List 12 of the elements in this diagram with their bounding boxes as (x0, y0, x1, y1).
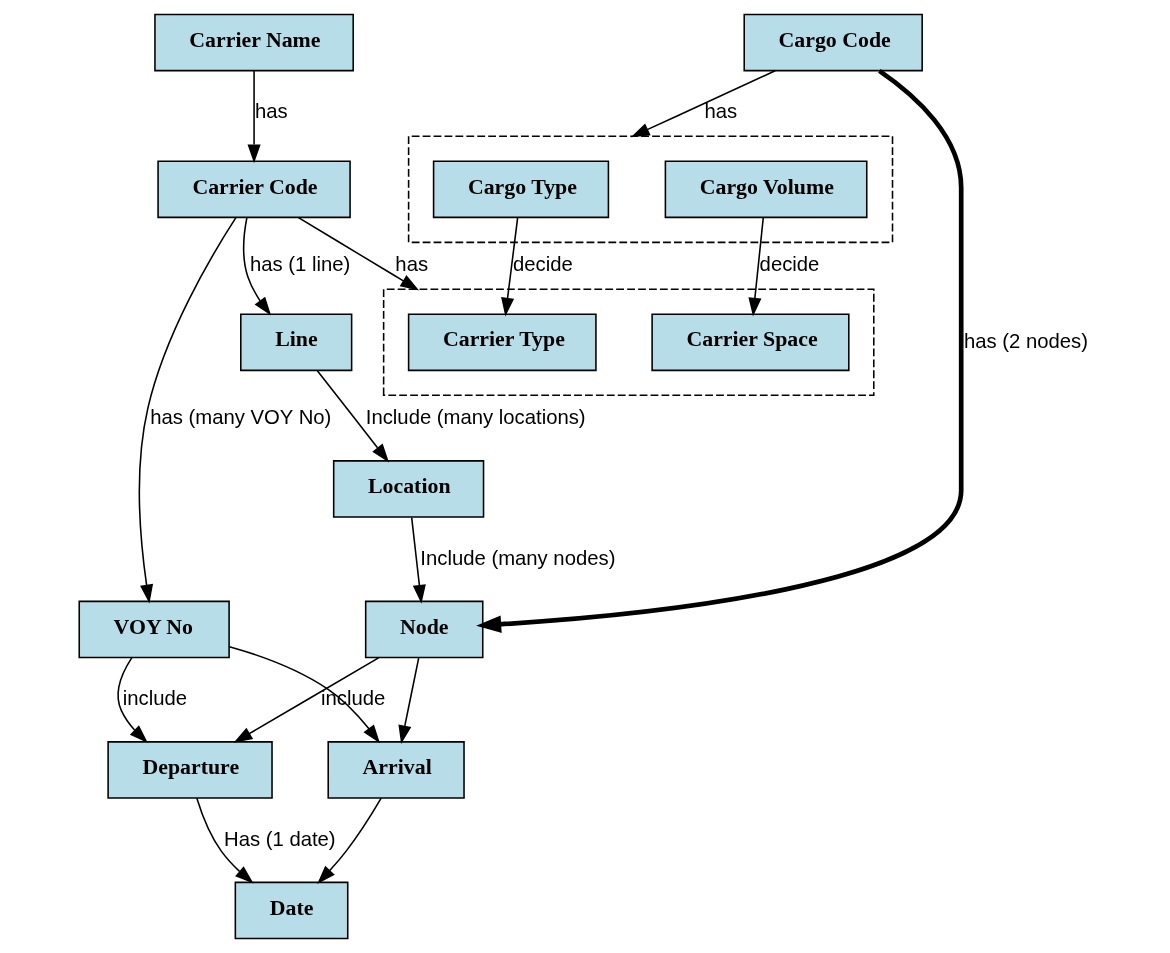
edge-label: Include (many nodes) (420, 546, 616, 569)
edge-label: Has (1 date) (224, 827, 336, 850)
edge-label: has (254, 100, 288, 123)
edge-label: decide (512, 253, 573, 276)
edge-label: has (395, 253, 429, 276)
edge-label: Include (many locations) (365, 406, 586, 429)
edge-label: has (704, 100, 738, 123)
edge-label: include (122, 687, 188, 710)
edge-label: has (many VOY No) (150, 406, 332, 429)
edge-label: decide (759, 253, 820, 276)
edge-label: has (1 line) (249, 253, 351, 276)
edge-label: has (2 nodes) (963, 329, 1088, 352)
